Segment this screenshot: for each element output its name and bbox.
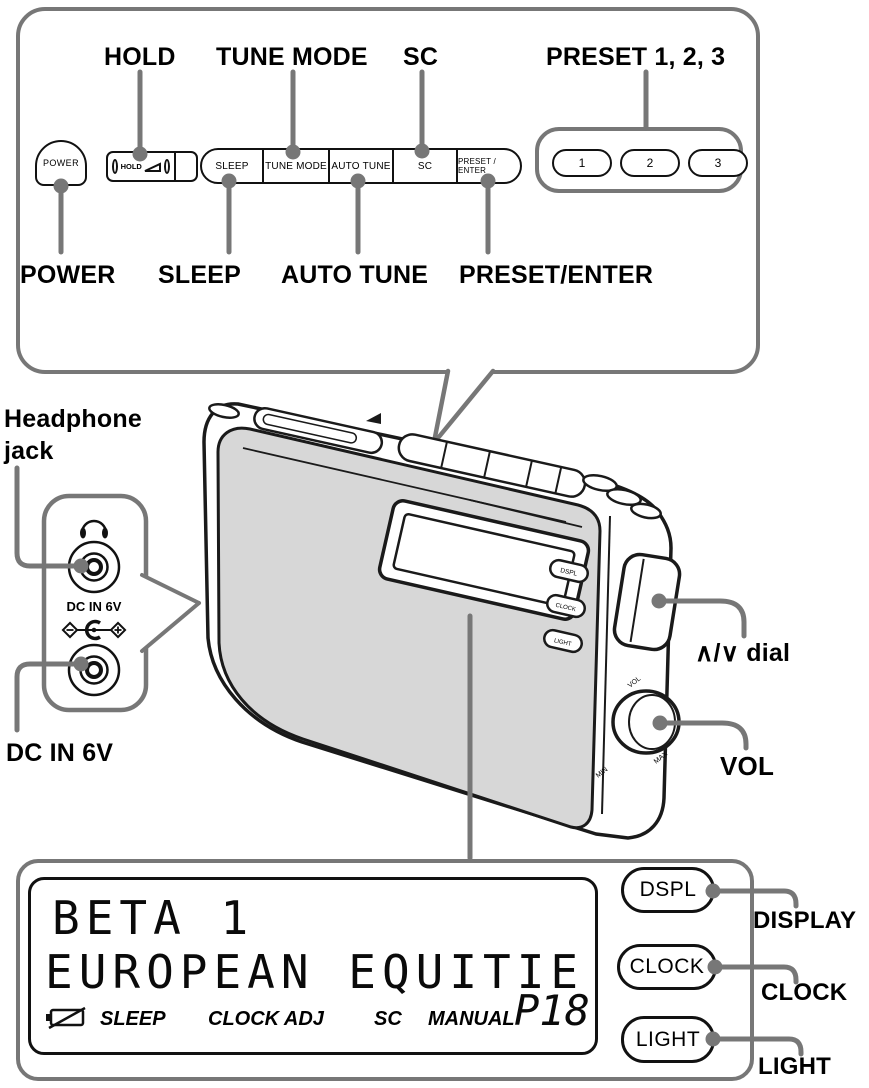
clock-adj-indicator: CLOCK ADJ [208,1008,324,1030]
hold-leader [132,69,148,162]
preset-2-button[interactable]: 2 [620,149,680,177]
preset-enter-callout-label: PRESET/ENTER [459,261,654,289]
device-light-button-label: LIGHT [553,638,572,648]
preset-3-button[interactable]: 3 [688,149,748,177]
top-callout-tail [436,368,493,438]
vol-callout-label: VOL [720,751,775,781]
preset-enter-button[interactable]: PRESET / ENTER [458,157,496,175]
sleep-indicator: SLEEP [100,1008,166,1030]
auto-tune-callout-label: AUTO TUNE [281,261,429,289]
hold-callout-label: HOLD [104,43,176,71]
headphone-icon [80,519,108,539]
manual-indicator: MANUAL [428,1008,515,1030]
hold-slot-left-icon [112,159,118,174]
top-enter-button[interactable] [630,501,662,520]
light-button-leader [705,1031,804,1057]
light-callout-label: LIGHT [758,1053,831,1080]
lcd-line2: EUROPEAN EQUITIE [45,945,585,999]
function-button-strip: SLEEP TUNE MODE AUTO TUNE SC PRESET / EN… [200,148,522,184]
radio-front-face [216,426,602,830]
preset-enter-leader [480,173,496,255]
preset-callout-label: PRESET 1, 2, 3 [546,43,726,71]
tune-dial[interactable] [612,552,682,652]
auto-tune-leader [350,173,366,255]
clock-callout-label: CLOCK [761,979,848,1006]
vol-leader [652,715,749,751]
device-clock-button-label: CLOCK [555,603,576,613]
battery-icon [46,1006,86,1030]
dspl-button[interactable]: DSPL [621,867,715,913]
top-hold-switch[interactable] [252,406,384,455]
top-power-button[interactable] [208,402,240,420]
hold-switch-label: HOLD [120,162,142,171]
antenna-tip [366,413,381,424]
headphone-label-line2: jack [4,437,54,465]
headphone-leader [14,465,89,574]
clock-button[interactable]: CLOCK [617,944,717,990]
dial-leader [651,593,747,639]
jack-panel-pointer [140,574,199,652]
headphone-jack[interactable] [67,540,121,594]
top-preset-button[interactable] [606,486,642,507]
device-display [377,499,591,621]
tune-mode-leader [285,69,301,160]
device-dspl-button-label: DSPL [560,567,578,578]
dc-leader [14,656,89,733]
max-engraving: MAX [653,751,670,766]
display-callout-label: DISPLAY [753,907,857,934]
hold-switch[interactable]: HOLD [106,151,198,182]
device-clock-button[interactable]: CLOCK [546,593,587,619]
power-button-label: POWER [42,158,79,168]
dc-in-jack[interactable] [67,643,121,697]
tune-mode-button[interactable]: TUNE MODE [264,150,330,182]
radio-body [202,402,673,840]
dial-callout-label: ∧/∨ dial [695,639,791,667]
preset-button-group: 1 2 3 [535,127,748,193]
display-button-leader [705,883,799,909]
volume-knob[interactable] [611,689,681,755]
dc-polarity-icon [61,619,127,641]
sleep-callout-label: SLEEP [158,261,241,289]
top-button-strip[interactable] [396,432,587,499]
light-button[interactable]: LIGHT [621,1016,715,1063]
hold-slot-right-icon [163,159,170,174]
preset-1-button[interactable]: 1 [552,149,612,177]
preset-number: P18 [514,986,590,1035]
auto-tune-button[interactable]: AUTO TUNE [330,150,394,182]
sc-indicator: SC [374,1008,402,1030]
sc-button[interactable]: SC [394,150,458,182]
dc-in-jack-text: DC IN 6V [66,599,122,614]
sc-callout-label: SC [403,43,439,71]
lcd-line1: BETA 1 [52,891,255,945]
device-light-button[interactable]: LIGHT [543,628,584,654]
vol-engraving: VOL [627,675,642,689]
tune-mode-callout-label: TUNE MODE [216,43,368,71]
headphone-label-line1: Headphone [4,405,142,433]
sleep-button[interactable]: SLEEP [202,150,264,182]
radio-device: DSPL CLOCK LIGHT VOL MIN MAX [202,402,682,840]
dc-in-callout-label: DC IN 6V [6,739,114,767]
sleep-leader [221,173,237,255]
power-button[interactable]: POWER [35,140,87,186]
top-sc-button[interactable] [582,472,618,493]
hold-slider-icon [144,161,162,172]
power-leader [53,178,69,255]
min-engraving: MIN [595,766,609,779]
device-dspl-button[interactable]: DSPL [549,558,590,584]
power-callout-label: POWER [20,261,116,289]
sc-leader [414,69,430,159]
